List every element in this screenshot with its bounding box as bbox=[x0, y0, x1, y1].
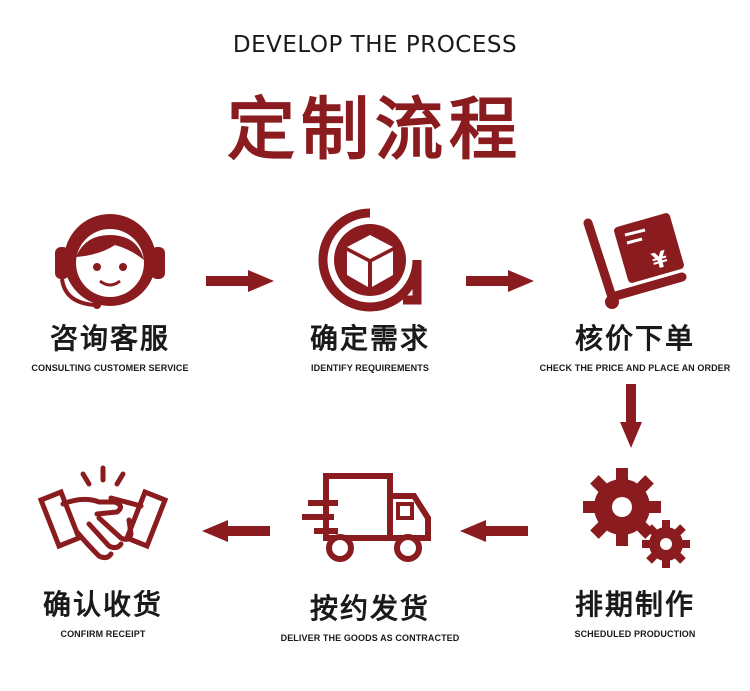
gears-icon bbox=[583, 468, 690, 568]
svg-text:¥: ¥ bbox=[649, 247, 671, 275]
package-box-icon bbox=[318, 208, 422, 312]
step-label-en: CONSULTING CUSTOMER SERVICE bbox=[31, 363, 189, 373]
arrow-right-icon bbox=[206, 270, 274, 292]
handshake-icon bbox=[37, 465, 169, 561]
step-label-en: CHECK THE PRICE AND PLACE AN ORDER bbox=[539, 363, 731, 373]
arrow-left-icon bbox=[202, 520, 270, 542]
arrow-left-icon bbox=[460, 520, 528, 542]
step-label-en: SCHEDULED PRODUCTION bbox=[574, 629, 696, 639]
step-confirm-receipt: 确认收货 CONFIRM RECEIPT bbox=[0, 462, 223, 639]
step-identify: 确定需求 IDENTIFY REQUIREMENTS bbox=[250, 205, 490, 373]
cart-with-yen-icon: ¥ bbox=[583, 213, 687, 309]
arrow-down-icon bbox=[620, 384, 642, 448]
step-label-cn: 确认收货 bbox=[42, 588, 163, 621]
step-label-cn: 咨询客服 bbox=[49, 322, 170, 355]
step-label-cn: 排期制作 bbox=[574, 588, 695, 621]
arrow-right-icon bbox=[466, 270, 534, 292]
step-label-en: IDENTIFY REQUIREMENTS bbox=[311, 363, 429, 373]
step-consulting: 咨询客服 CONSULTING CUSTOMER SERVICE bbox=[0, 205, 230, 373]
page-subtitle-en: DEVELOP THE PROCESS bbox=[232, 32, 518, 58]
delivery-truck-icon bbox=[302, 473, 431, 562]
step-label-cn: 核价下单 bbox=[574, 322, 695, 355]
step-deliver: 按约发货 DELIVER THE GOODS AS CONTRACTED bbox=[250, 468, 490, 643]
step-label-en: DELIVER THE GOODS AS CONTRACTED bbox=[280, 633, 460, 643]
step-label-cn: 按约发货 bbox=[309, 592, 430, 625]
step-label-cn: 确定需求 bbox=[309, 322, 430, 355]
step-scheduled-production: 排期制作 SCHEDULED PRODUCTION bbox=[515, 462, 750, 639]
page-title-cn: 定制流程 bbox=[226, 91, 523, 170]
step-label-en: CONFIRM RECEIPT bbox=[60, 629, 146, 639]
customer-service-headset-icon bbox=[55, 214, 165, 309]
step-check-price: ¥ 核价下单 CHECK THE PRICE AND PLACE AN ORDE… bbox=[515, 205, 750, 373]
